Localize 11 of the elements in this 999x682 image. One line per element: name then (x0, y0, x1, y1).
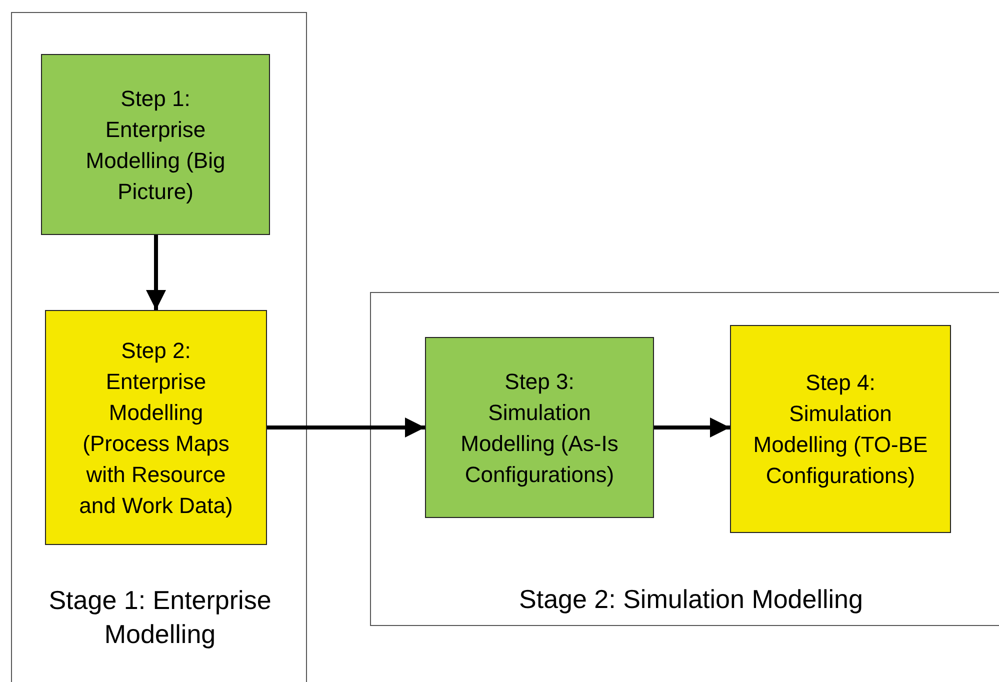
process-box: Step 1: Enterprise Modelling (Big Picture) (41, 54, 270, 235)
stage-title: Stage 2: Simulation Modelling (518, 583, 864, 616)
arrow (654, 418, 730, 438)
stage-container (11, 12, 307, 682)
arrow (267, 418, 425, 438)
arrow (146, 235, 166, 310)
stage-title: Stage 1: Enterprise Modelling (48, 584, 272, 651)
process-box: Step 2: Enterprise Modelling (Process Maps with Resource and Work Data) (45, 310, 267, 545)
process-box: Step 4: Simulation Modelling (TO-BE Configurations) (730, 325, 951, 533)
process-box: Step 3: Simulation Modelling (As-Is Configurations) (425, 337, 654, 518)
stage-container (370, 292, 999, 626)
